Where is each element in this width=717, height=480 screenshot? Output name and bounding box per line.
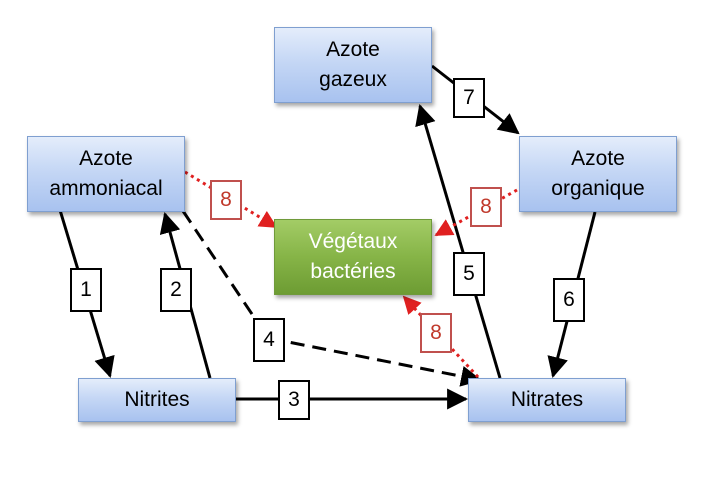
arrow-nitrates-to-gazeux [415, 103, 502, 379]
label-8-nitrates: 8 [420, 313, 452, 353]
node-azote-organique: Azote organique [519, 136, 677, 212]
arrow-organique-to-vegetaux [434, 188, 518, 237]
label-8-ammoniacal: 8 [210, 180, 242, 220]
label-7: 7 [453, 78, 485, 118]
label-6: 6 [553, 278, 585, 322]
node-nitrates: Nitrates [468, 378, 626, 422]
node-vegetaux-bacteries: Végétaux bactéries [274, 219, 432, 295]
label-4: 4 [253, 318, 285, 362]
node-nitrites: Nitrites [78, 378, 236, 422]
label-5: 5 [453, 252, 485, 296]
label-8-organique: 8 [470, 187, 502, 227]
node-azote-ammoniacal: Azote ammoniacal [27, 136, 185, 212]
label-1: 1 [70, 268, 102, 312]
arrow-ammoniacal-to-nitrates-dashed [181, 210, 483, 387]
label-2: 2 [160, 268, 192, 312]
node-azote-gazeux: Azote gazeux [274, 27, 432, 103]
label-3: 3 [278, 380, 310, 420]
